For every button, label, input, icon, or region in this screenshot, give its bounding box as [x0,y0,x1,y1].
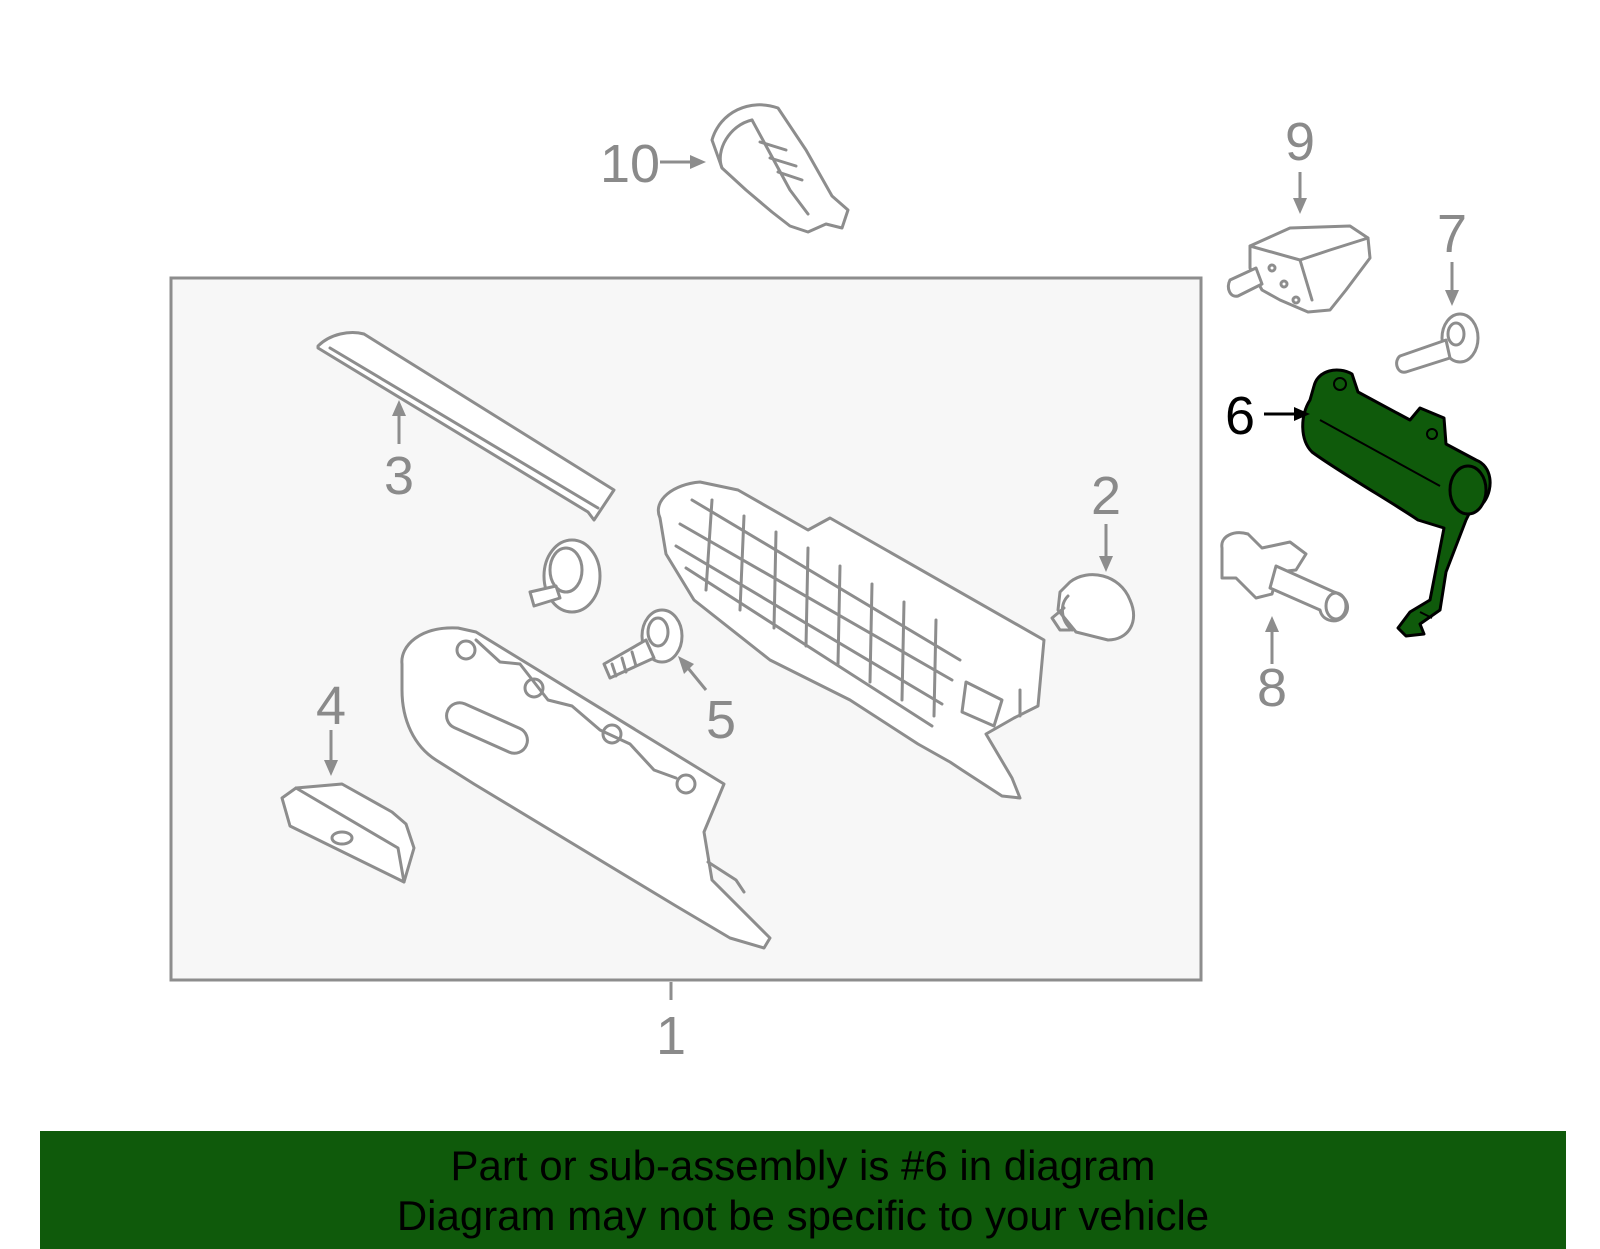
banner-line-2: Diagram may not be specific to your vehi… [396,1192,1210,1239]
glove-box-bin[interactable] [656,480,1046,800]
part-10-lock-cylinder[interactable] [710,103,850,234]
banner-line-1: Part or sub-assembly is #6 in diagram [450,1142,1156,1189]
callout-7: 7 [1437,204,1467,264]
callout-8: 8 [1257,658,1287,718]
callout-1: 1 [656,1006,686,1066]
part-6-damper[interactable] [1301,368,1492,638]
part-3-trim-strip[interactable] [316,331,616,522]
callout-2: 2 [1091,466,1121,526]
part-8-striker[interactable] [1220,531,1350,623]
callout-4: 4 [316,676,346,736]
part-9-switch[interactable] [1226,224,1372,314]
callout-10: 10 [600,134,660,194]
callout-9: 9 [1285,112,1315,172]
part-7-pin[interactable] [1395,312,1480,374]
callout-3: 3 [384,446,414,506]
part-5-screw[interactable] [602,608,684,680]
part-4-latch[interactable] [280,782,416,884]
info-banner: Part or sub-assembly is #6 in diagram Di… [40,1131,1566,1249]
callout-5: 5 [706,690,736,750]
bumper[interactable] [528,538,602,614]
glove-box-door[interactable] [400,626,772,950]
callout-6: 6 [1225,386,1255,446]
part-2-stop[interactable] [1050,573,1136,642]
